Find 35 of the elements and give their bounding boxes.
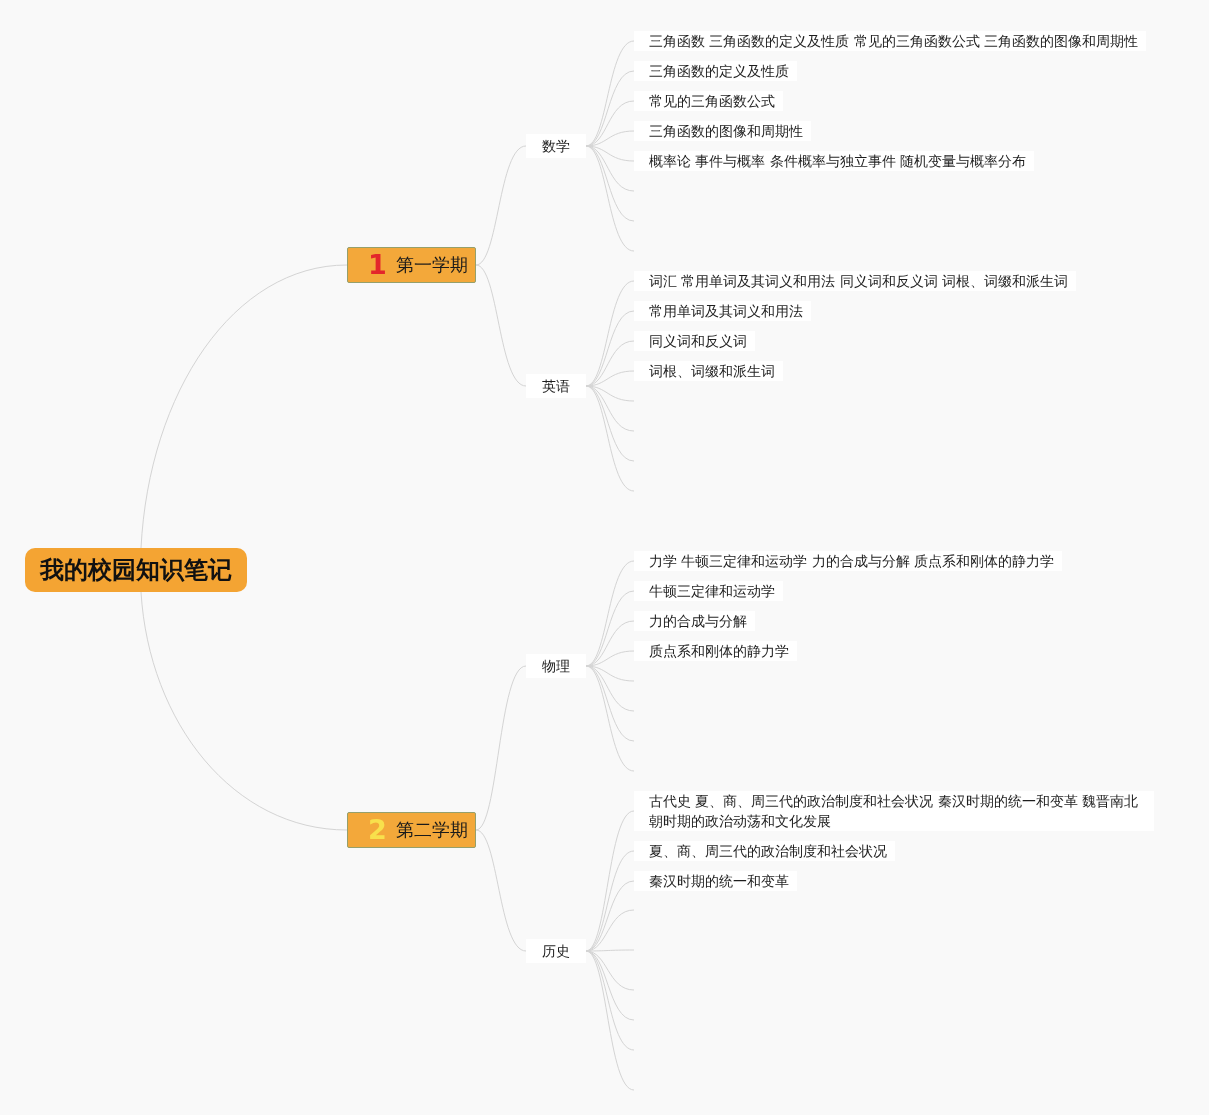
- leaf-topic: 秦汉时期的统一和变革: [634, 871, 797, 891]
- subtopic: 数学: [526, 134, 586, 158]
- leaf-topic: 词根、词缀和派生词: [634, 361, 783, 381]
- priority-number: 1: [368, 250, 387, 280]
- leaf-topic: 同义词和反义词: [634, 331, 755, 351]
- topic-box: [347, 812, 476, 848]
- branch-line: [475, 829, 527, 952]
- subtopic: 英语: [526, 374, 586, 398]
- leaf-topic: 常用单词及其词义和用法: [634, 301, 811, 321]
- leaf-topic: 词汇 常用单词及其词义和用法 同义词和反义词 词根、词缀和派生词: [634, 271, 1077, 291]
- leaf-topic: 概率论 事件与概率 条件概率与独立事件 随机变量与概率分布: [634, 151, 1035, 171]
- branch-line: [140, 264, 348, 549]
- topic-box: [347, 247, 476, 283]
- root-topic: 我的校园知识笔记: [25, 548, 247, 592]
- branch-line: [475, 264, 527, 387]
- branch-line: [140, 591, 348, 831]
- leaf-topic: 古代史 夏、商、周三代的政治制度和社会状况 秦汉时期的统一和变革 魏晋南北朝时期的政治动荡和文化发展: [634, 791, 1154, 831]
- leaf-topic: 常见的三角函数公式: [634, 91, 783, 111]
- leaf-topic: 夏、商、周三代的政治制度和社会状况: [634, 841, 895, 861]
- topic-label: 第一学期: [395, 253, 468, 277]
- branch-line: [475, 665, 527, 831]
- leaf-topic: 三角函数 三角函数的定义及性质 常见的三角函数公式 三角函数的图像和周期性: [634, 31, 1147, 51]
- topic-label: 第二学期: [395, 818, 468, 842]
- subtopic: 物理: [526, 654, 586, 678]
- leaf-topic: 质点系和刚体的静力学: [634, 641, 797, 661]
- branch-line: [585, 810, 635, 952]
- leaf-topic: 牛顿三定律和运动学: [634, 581, 783, 601]
- leaf-topic: 力学 牛顿三定律和运动学 力的合成与分解 质点系和刚体的静力学: [634, 551, 1063, 571]
- branch-line: [585, 950, 635, 1091]
- priority-number: 2: [368, 815, 387, 845]
- leaf-topic: 三角函数的图像和周期性: [634, 121, 811, 141]
- subtopic: 历史: [526, 939, 586, 963]
- leaf-topic: 三角函数的定义及性质: [634, 61, 797, 81]
- leaf-topic: 力的合成与分解: [634, 611, 755, 631]
- branch-line: [475, 145, 527, 266]
